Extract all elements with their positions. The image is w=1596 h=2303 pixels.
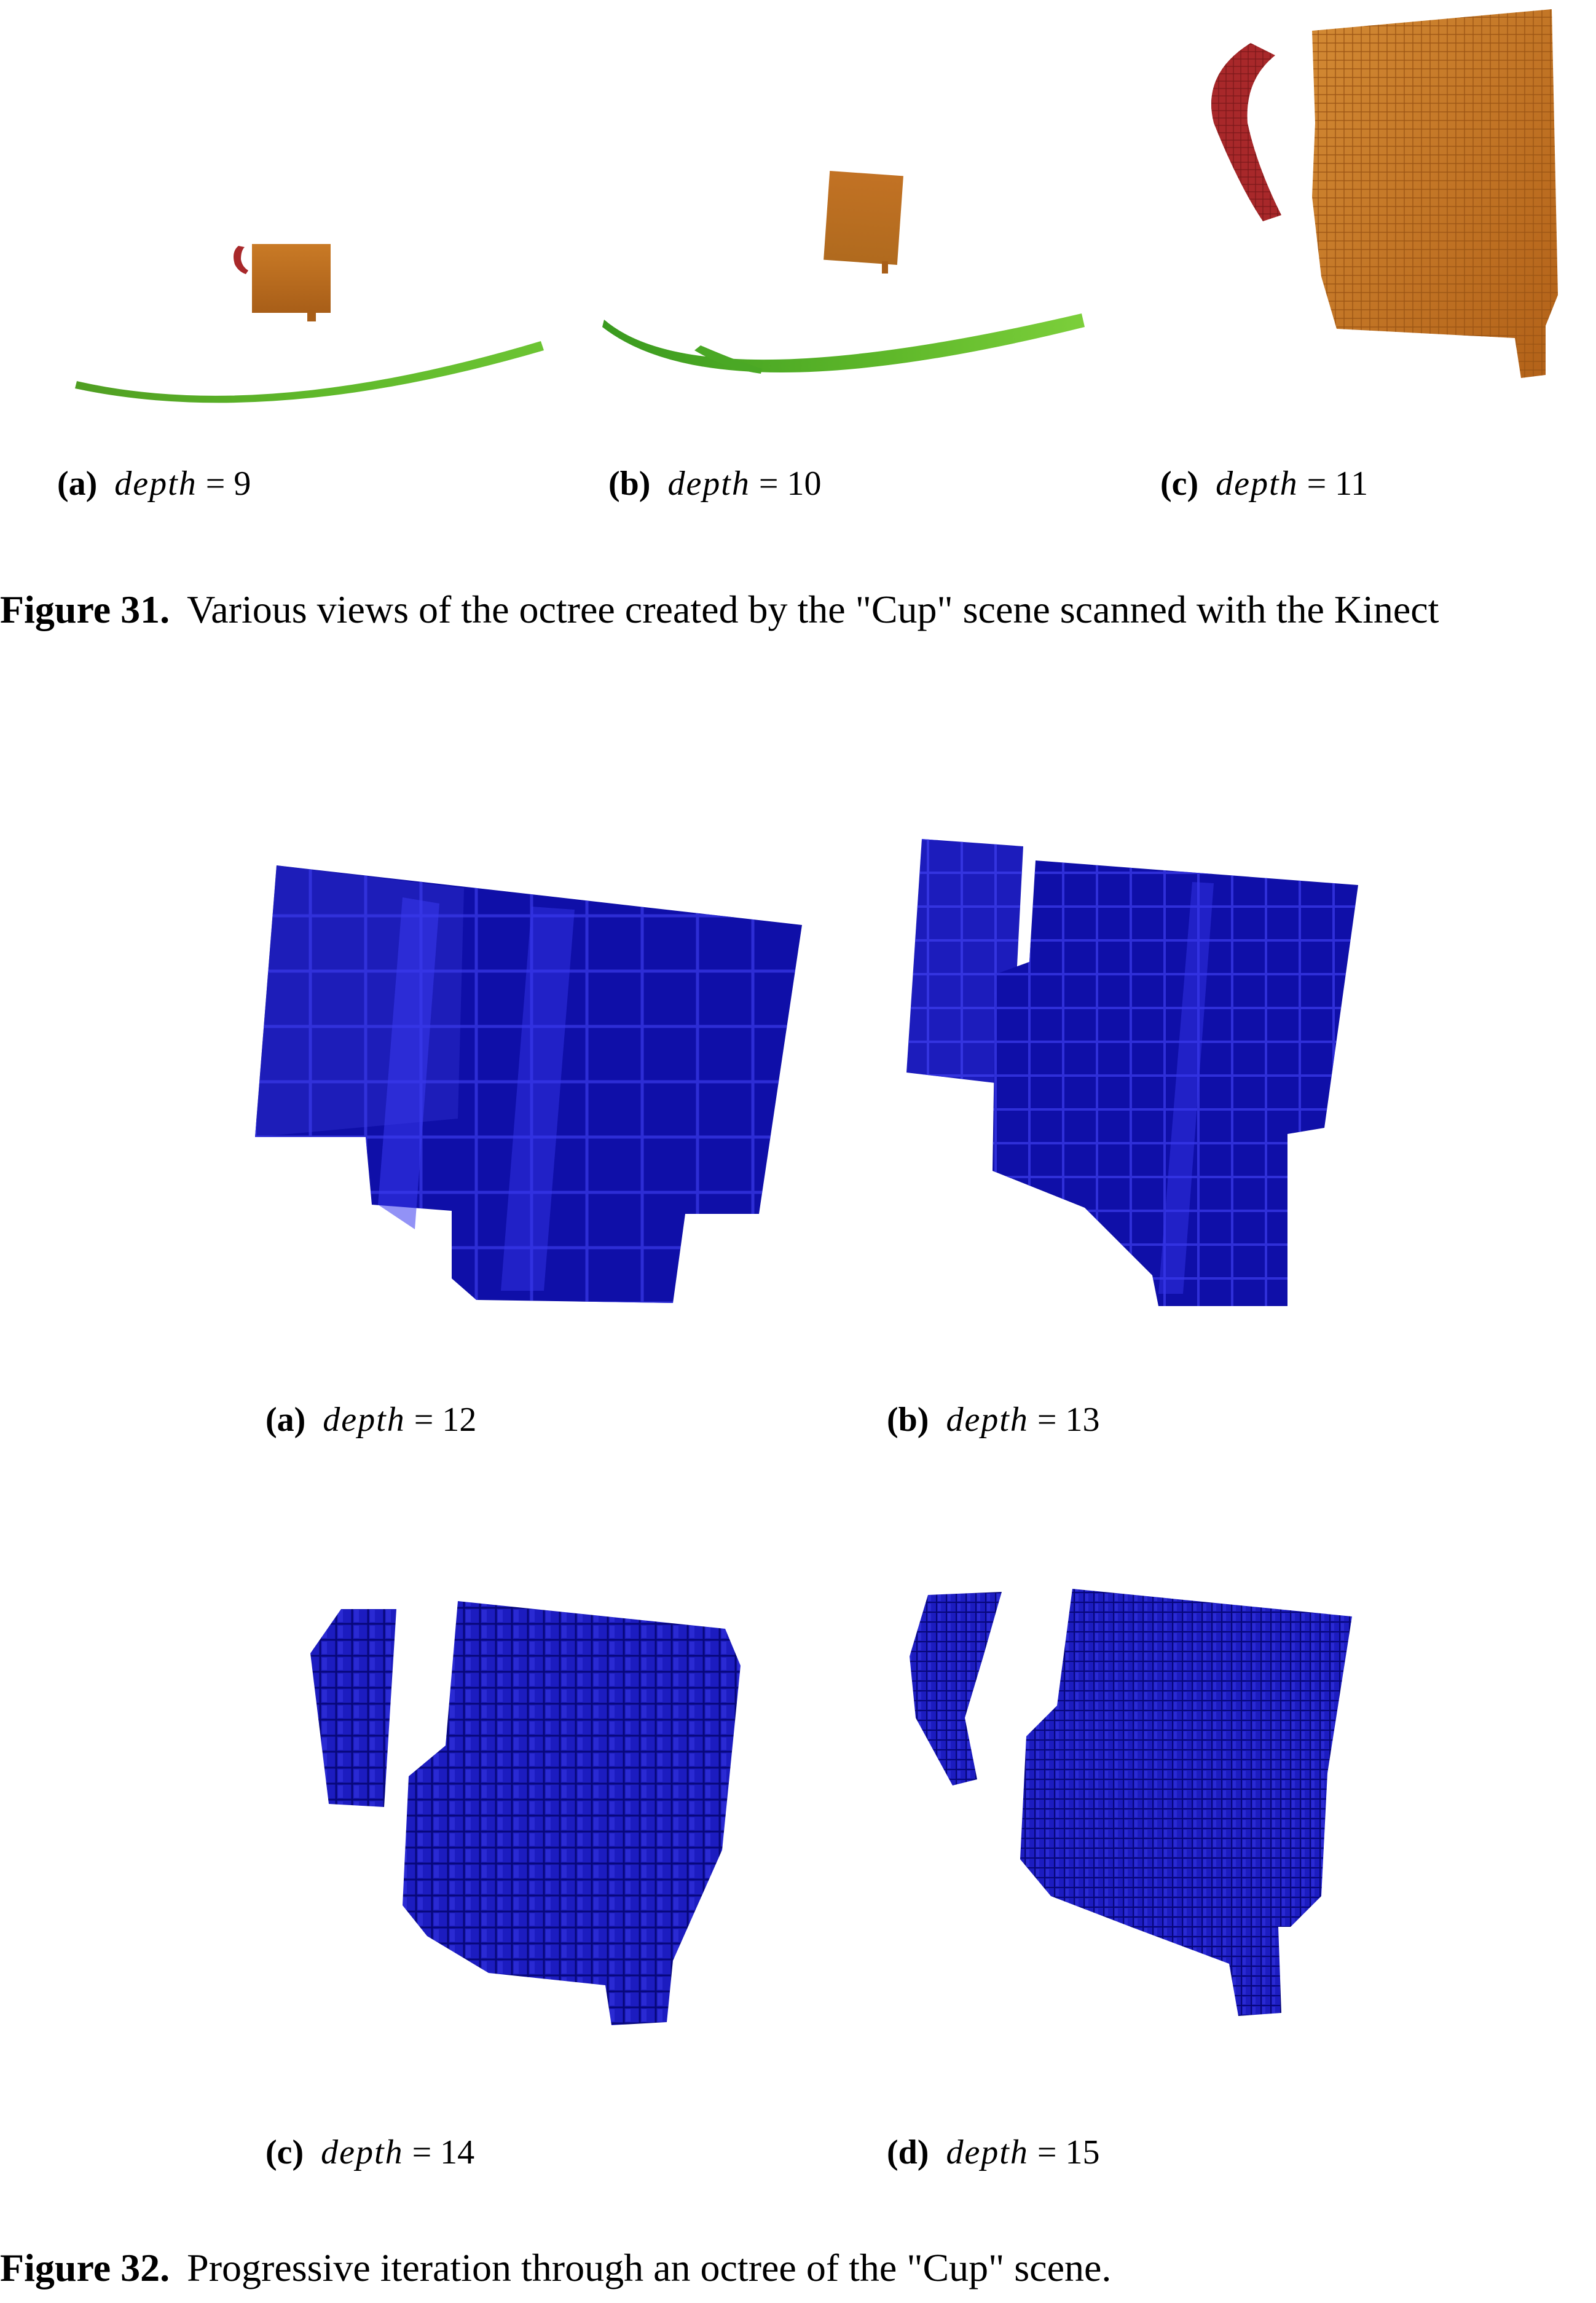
figure31-caption: Figure 31. Various views of the octree cr… — [0, 585, 1439, 634]
variable-name: depth — [321, 2133, 404, 2171]
subfigure-label: (b) — [887, 1401, 929, 1439]
subfigure-label: (d) — [887, 2133, 929, 2171]
fig32d-image — [897, 1583, 1377, 2034]
fig32a-image — [255, 860, 808, 1315]
fig31c-caption: (c) depth = 11 — [1160, 465, 1369, 503]
variable-name: depth — [1216, 465, 1299, 503]
fig31a-caption: (a) depth = 9 — [57, 465, 251, 503]
variable-name: depth — [323, 1401, 406, 1439]
depth-value: 14 — [440, 2133, 475, 2171]
subfigure-label: (b) — [608, 465, 651, 503]
fig32c-image — [304, 1592, 747, 2041]
variable-name: depth — [667, 465, 750, 503]
figure-number: Figure 31. — [0, 588, 170, 631]
depth-value: 9 — [234, 465, 251, 503]
fig32b-caption: (b) depth = 13 — [887, 1401, 1100, 1439]
depth-value: 15 — [1065, 2133, 1100, 2171]
fig31b-image — [602, 166, 1106, 424]
depth-value: 11 — [1335, 465, 1369, 503]
fig31b-caption: (b) depth = 10 — [608, 465, 822, 503]
figure32-caption: Figure 32. Progressive iteration through … — [0, 2243, 1111, 2293]
variable-name: depth — [114, 465, 197, 503]
depth-value: 13 — [1065, 1401, 1100, 1439]
subfigure-label: (c) — [1160, 465, 1199, 503]
figure-caption-text: Progressive iteration through an octree … — [187, 2246, 1112, 2289]
variable-name: depth — [946, 2133, 1029, 2171]
variable-name: depth — [946, 1401, 1029, 1439]
subfigure-label: (a) — [57, 465, 98, 503]
subfigure-label: (a) — [265, 1401, 306, 1439]
figure-caption-text: Various views of the octree created by t… — [187, 588, 1439, 631]
depth-value: 10 — [787, 465, 822, 503]
fig31c-image — [1189, 0, 1570, 384]
figure-number: Figure 32. — [0, 2246, 170, 2289]
fig32d-caption: (d) depth = 15 — [887, 2133, 1100, 2171]
fig31a-image — [68, 227, 553, 430]
fig32a-caption: (a) depth = 12 — [265, 1401, 477, 1439]
subfigure-label: (c) — [265, 2133, 304, 2171]
depth-value: 12 — [442, 1401, 477, 1439]
fig32b-image — [894, 839, 1361, 1312]
fig32c-caption: (c) depth = 14 — [265, 2133, 475, 2171]
